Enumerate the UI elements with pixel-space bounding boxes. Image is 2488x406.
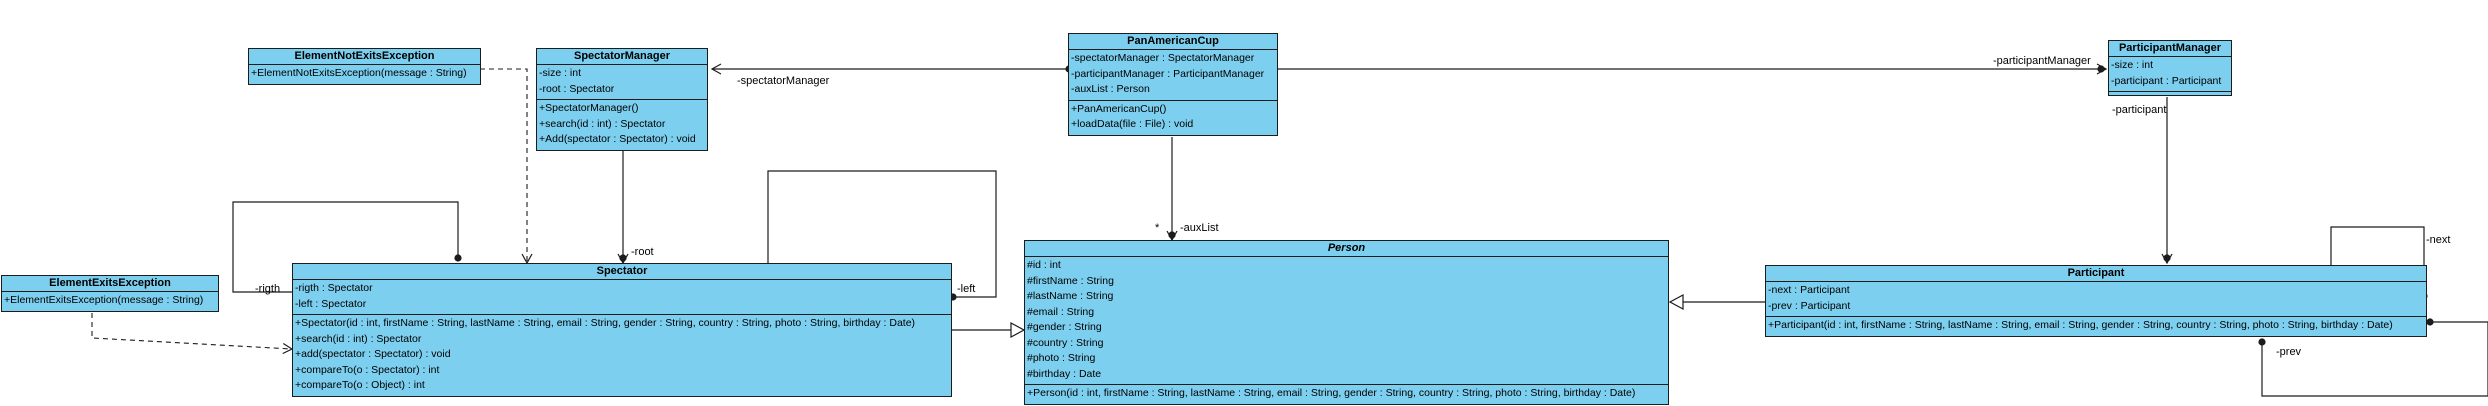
operation: +Add(spectator : Spectator) : void bbox=[539, 133, 696, 145]
edge-left bbox=[767, 170, 997, 298]
operations-section: +Person(id : int, firstName : String, la… bbox=[1025, 385, 1668, 404]
label-prev: -prev bbox=[2276, 346, 2302, 358]
class-participant[interactable]: Participant -next : Participant -prev : … bbox=[1765, 265, 2427, 337]
edge-participant-dot bbox=[2163, 254, 2171, 262]
class-spectator[interactable]: Spectator -rigth : Spectator -left : Spe… bbox=[292, 263, 952, 397]
attributes-section: -size : int -participant : Participant bbox=[2109, 57, 2231, 92]
operations-section: +PanAmericanCup() +loadData(file : File)… bbox=[1069, 101, 1277, 135]
attribute: -left : Spectator bbox=[295, 297, 367, 310]
operation: +Spectator(id : int, firstName : String,… bbox=[295, 317, 916, 329]
attribute: -prev : Participant bbox=[1768, 299, 1851, 312]
label-left: -left bbox=[957, 283, 976, 295]
class-name: ElementNotExitsException bbox=[249, 49, 480, 65]
attribute: -auxList : Person bbox=[1071, 83, 1150, 95]
edge-prev-dot bbox=[2258, 338, 2266, 346]
attribute: -root : Spectator bbox=[539, 82, 615, 95]
attribute: #email : String bbox=[1027, 305, 1095, 318]
label-spectator-manager: -spectatorManager bbox=[737, 75, 830, 87]
class-name: ParticipantManager bbox=[2109, 41, 2231, 57]
label-root: -root bbox=[631, 246, 654, 258]
operation: +search(id : int) : Spectator bbox=[539, 117, 666, 130]
edge-element-not-exits-dependency bbox=[480, 68, 533, 265]
attribute: #birthday : Date bbox=[1027, 367, 1102, 380]
edge-prev-dot-end bbox=[2426, 318, 2434, 326]
label-aux-list: -auxList bbox=[1180, 222, 1219, 234]
operation: +ElementNotExitsException(message : Stri… bbox=[251, 67, 467, 79]
edge-element-exits-dependency bbox=[91, 313, 294, 355]
attribute: -participant : Participant bbox=[2111, 74, 2222, 87]
class-name: ElementExitsException bbox=[2, 276, 218, 292]
operations-section: +SpectatorManager() +search(id : int) : … bbox=[537, 100, 707, 150]
operation: +compareTo(o : Object) : int bbox=[295, 379, 425, 391]
attribute: -participantManager : ParticipantManager bbox=[1071, 67, 1265, 80]
attribute: #photo : String bbox=[1027, 352, 1096, 364]
operations-section: +Spectator(id : int, firstName : String,… bbox=[293, 315, 951, 396]
edge-rigth-dot bbox=[454, 254, 462, 262]
label-participant-manager: -participantManager bbox=[1993, 55, 2091, 67]
attribute: #id : int bbox=[1027, 259, 1061, 271]
operations-section: +ElementExitsException(message : String) bbox=[2, 292, 218, 311]
class-name: Spectator bbox=[293, 264, 951, 280]
edge-participant-manager-dot bbox=[2097, 65, 2105, 73]
class-name: SpectatorManager bbox=[537, 49, 707, 65]
operation: +compareTo(o : Spectator) : int bbox=[295, 363, 440, 376]
attribute: -next : Participant bbox=[1768, 284, 1850, 296]
class-participant-manager[interactable]: ParticipantManager -size : int -particip… bbox=[2108, 40, 2232, 96]
operations-section: +Participant(id : int, firstName : Strin… bbox=[1766, 317, 2426, 336]
class-pan-american-cup[interactable]: PanAmericanCup -spectatorManager : Spect… bbox=[1068, 33, 1278, 136]
attribute: -rigth : Spectator bbox=[295, 282, 373, 294]
class-name: Participant bbox=[1766, 266, 2426, 282]
operation: +PanAmericanCup() bbox=[1071, 102, 1167, 115]
attributes-section: -next : Participant -prev : Participant bbox=[1766, 282, 2426, 317]
attribute: -size : int bbox=[2111, 59, 2154, 71]
attribute: #firstName : String bbox=[1027, 274, 1114, 287]
operation: +add(spectator : Spectator) : void bbox=[295, 348, 451, 360]
attribute: #gender : String bbox=[1027, 321, 1102, 333]
attributes-section: -spectatorManager : SpectatorManager -pa… bbox=[1069, 50, 1277, 101]
attribute: #country : String bbox=[1027, 336, 1104, 349]
operation: +search(id : int) : Spectator bbox=[295, 332, 422, 345]
operation: +ElementExitsException(message : String) bbox=[4, 294, 204, 306]
class-person[interactable]: Person #id : int #firstName : String #la… bbox=[1024, 240, 1669, 405]
label-participant: -participant bbox=[2112, 104, 2167, 116]
class-name: Person bbox=[1025, 241, 1668, 257]
attributes-section: #id : int #firstName : String #lastName … bbox=[1025, 257, 1668, 385]
operation: +loadData(file : File) : void bbox=[1071, 118, 1194, 130]
label-rigth: -rigth bbox=[255, 283, 281, 295]
attributes-section: -size : int -root : Spectator bbox=[537, 65, 707, 100]
operation: +SpectatorManager() bbox=[539, 102, 639, 114]
class-element-exits-exception[interactable]: ElementExitsException +ElementExitsExcep… bbox=[1, 275, 219, 312]
operation: +Person(id : int, firstName : String, la… bbox=[1027, 387, 1636, 399]
operation: +Participant(id : int, firstName : Strin… bbox=[1768, 319, 2393, 331]
label-next: -next bbox=[2426, 234, 2451, 246]
operations-section: +ElementNotExitsException(message : Stri… bbox=[249, 65, 480, 84]
label-aux-list-multiplicity: * bbox=[1155, 222, 1160, 234]
class-element-not-exits-exception[interactable]: ElementNotExitsException +ElementNotExit… bbox=[248, 48, 481, 85]
attribute: -size : int bbox=[539, 67, 582, 79]
edge-prev bbox=[2261, 321, 2488, 397]
operations-section bbox=[2109, 92, 2231, 95]
attributes-section: -rigth : Spectator -left : Spectator bbox=[293, 280, 951, 315]
edge-aux-list-dot bbox=[1168, 231, 1176, 239]
edge-root-dot bbox=[619, 254, 627, 262]
class-spectator-manager[interactable]: SpectatorManager -size : int -root : Spe… bbox=[536, 48, 708, 151]
attribute: #lastName : String bbox=[1027, 290, 1114, 302]
attribute: -spectatorManager : SpectatorManager bbox=[1071, 52, 1255, 64]
edge-rigth bbox=[232, 201, 459, 293]
class-name: PanAmericanCup bbox=[1069, 34, 1277, 50]
